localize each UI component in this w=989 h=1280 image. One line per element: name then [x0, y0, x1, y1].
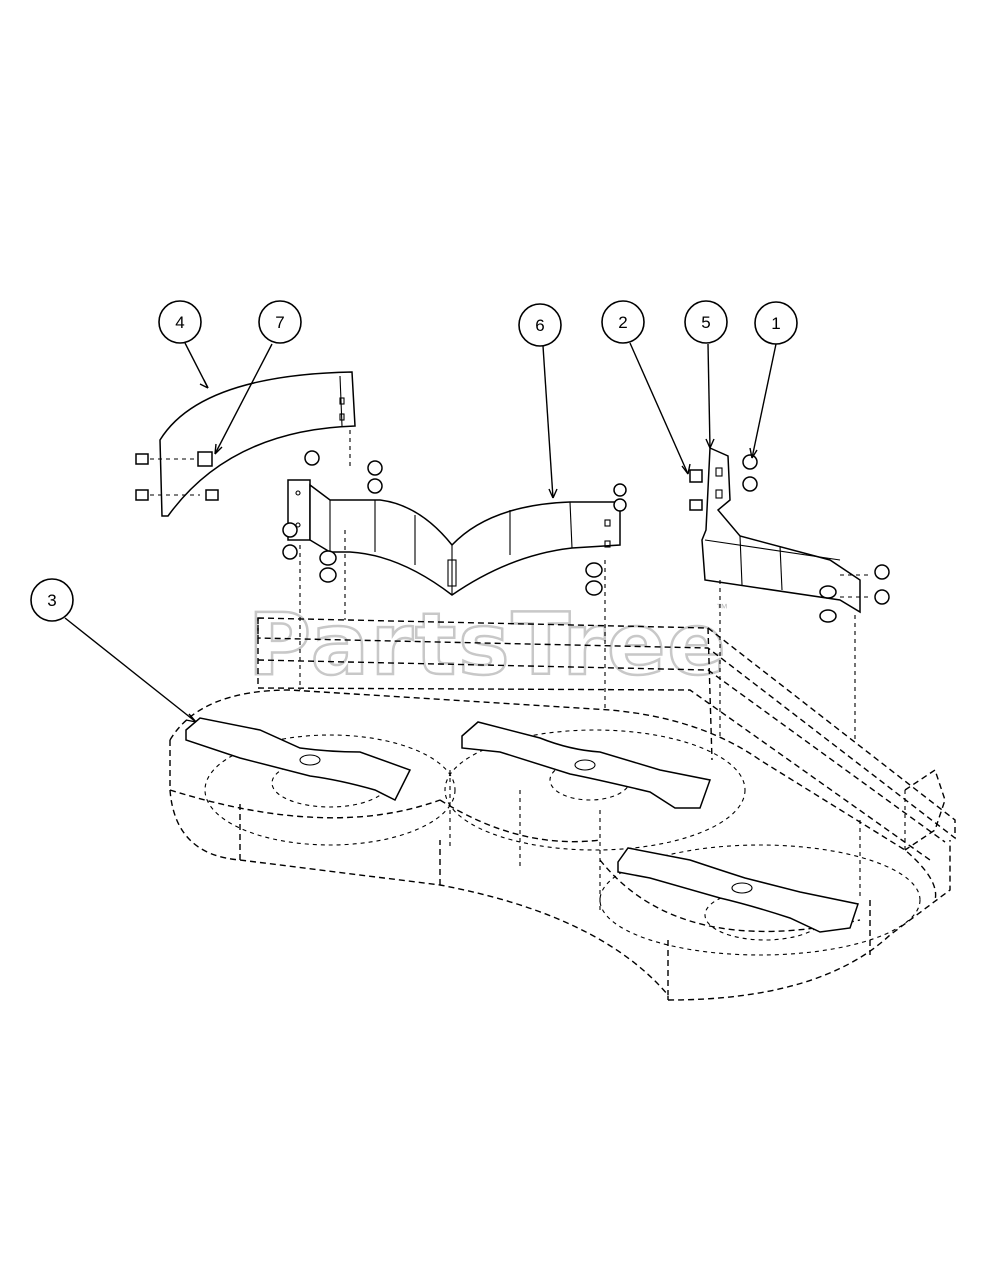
callout-1-label: 1	[771, 314, 780, 333]
callout-6-label: 6	[535, 316, 544, 335]
callout-2: 2	[601, 300, 645, 344]
part-5-right-baffle	[701, 446, 861, 614]
watermark: PartsTree ™	[247, 594, 728, 697]
callout-4: 4	[158, 300, 202, 344]
mower-deck-housing	[169, 617, 956, 1001]
watermark-text: PartsTree	[248, 595, 728, 695]
mower-blades	[185, 717, 859, 933]
callout-1: 1	[754, 301, 798, 345]
callout-3: 3	[30, 578, 74, 622]
center-baffle-hardware	[282, 430, 627, 710]
callout-2-label: 2	[618, 313, 627, 332]
part-4-curved-baffle	[159, 371, 356, 517]
callout-5: 5	[684, 300, 728, 344]
blade-right	[617, 847, 859, 933]
callout-3-label: 3	[47, 591, 56, 610]
leader-lines	[64, 342, 777, 723]
callout-7: 7	[258, 300, 302, 344]
blade-left	[185, 717, 412, 802]
part-6-center-baffle	[287, 479, 621, 596]
right-baffle-hardware	[689, 454, 890, 740]
callout-5-label: 5	[701, 313, 710, 332]
callout-7-label: 7	[275, 313, 284, 332]
callout-6: 6	[518, 303, 562, 347]
callout-4-label: 4	[175, 313, 184, 332]
watermark-trademark: ™	[716, 601, 728, 615]
blade-center	[461, 721, 711, 809]
part-7-carriage-bolts	[135, 451, 219, 501]
